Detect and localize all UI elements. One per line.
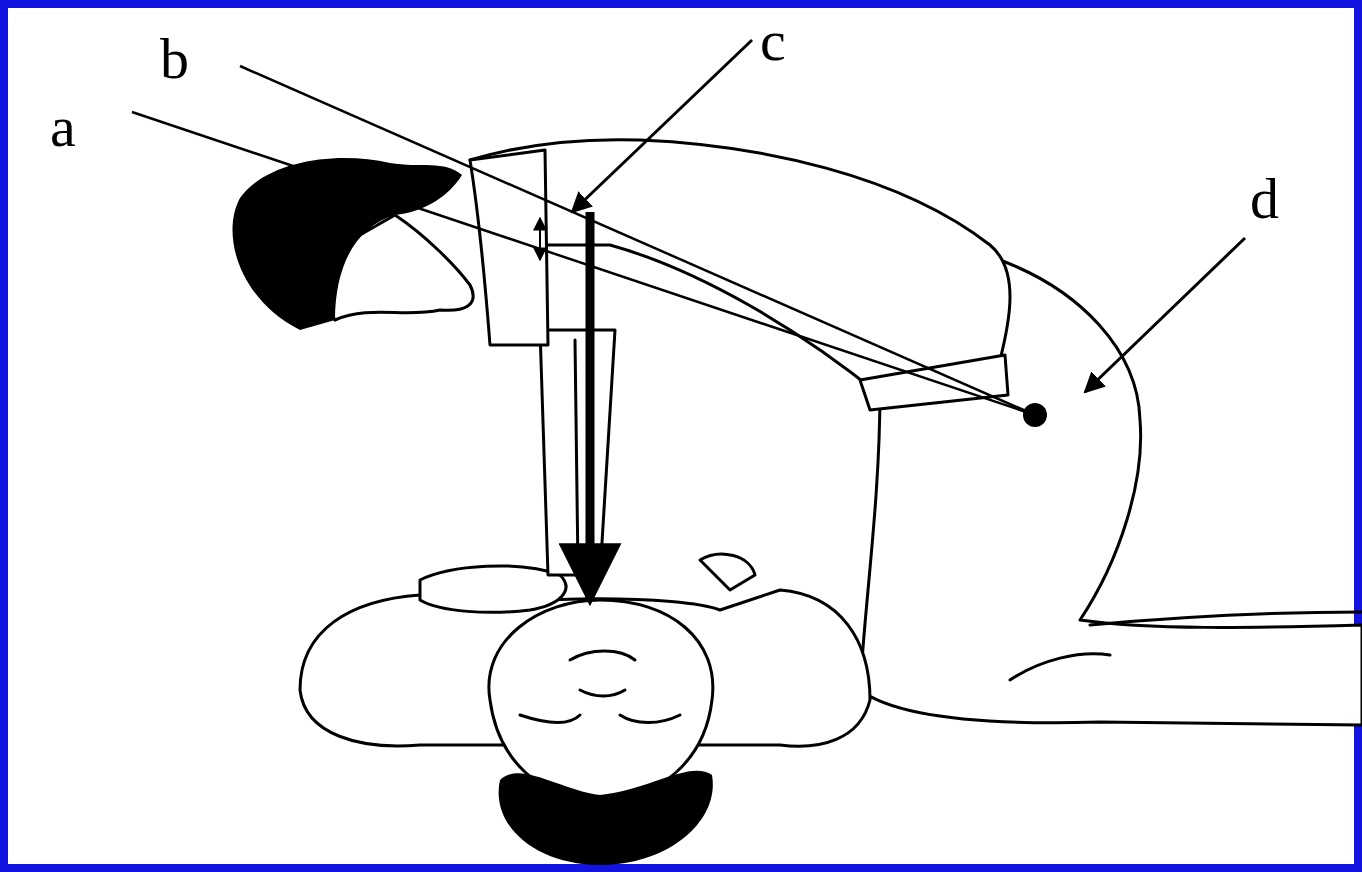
patient-ear — [700, 554, 755, 590]
rescuer-arms — [540, 330, 615, 575]
floor-line — [1090, 612, 1362, 625]
part-label: c — [760, 12, 786, 70]
distance-arrow — [539, 218, 541, 260]
frame — [4, 4, 1358, 868]
face-features — [520, 651, 680, 723]
rescuer-hands — [420, 566, 566, 612]
patient-hair — [499, 771, 713, 865]
fold-line — [1010, 654, 1110, 680]
hip-dot — [1023, 403, 1047, 427]
leader-arrow — [1085, 238, 1245, 392]
force-arrow — [586, 212, 595, 600]
leader-line — [132, 112, 1035, 415]
part-label: d — [1250, 170, 1279, 228]
leader-line — [240, 66, 1035, 415]
leader-arrow — [572, 40, 752, 212]
part-label: b — [160, 30, 189, 88]
part-label: a — [50, 98, 76, 156]
patient-face — [489, 600, 713, 800]
arm-line — [575, 340, 578, 570]
